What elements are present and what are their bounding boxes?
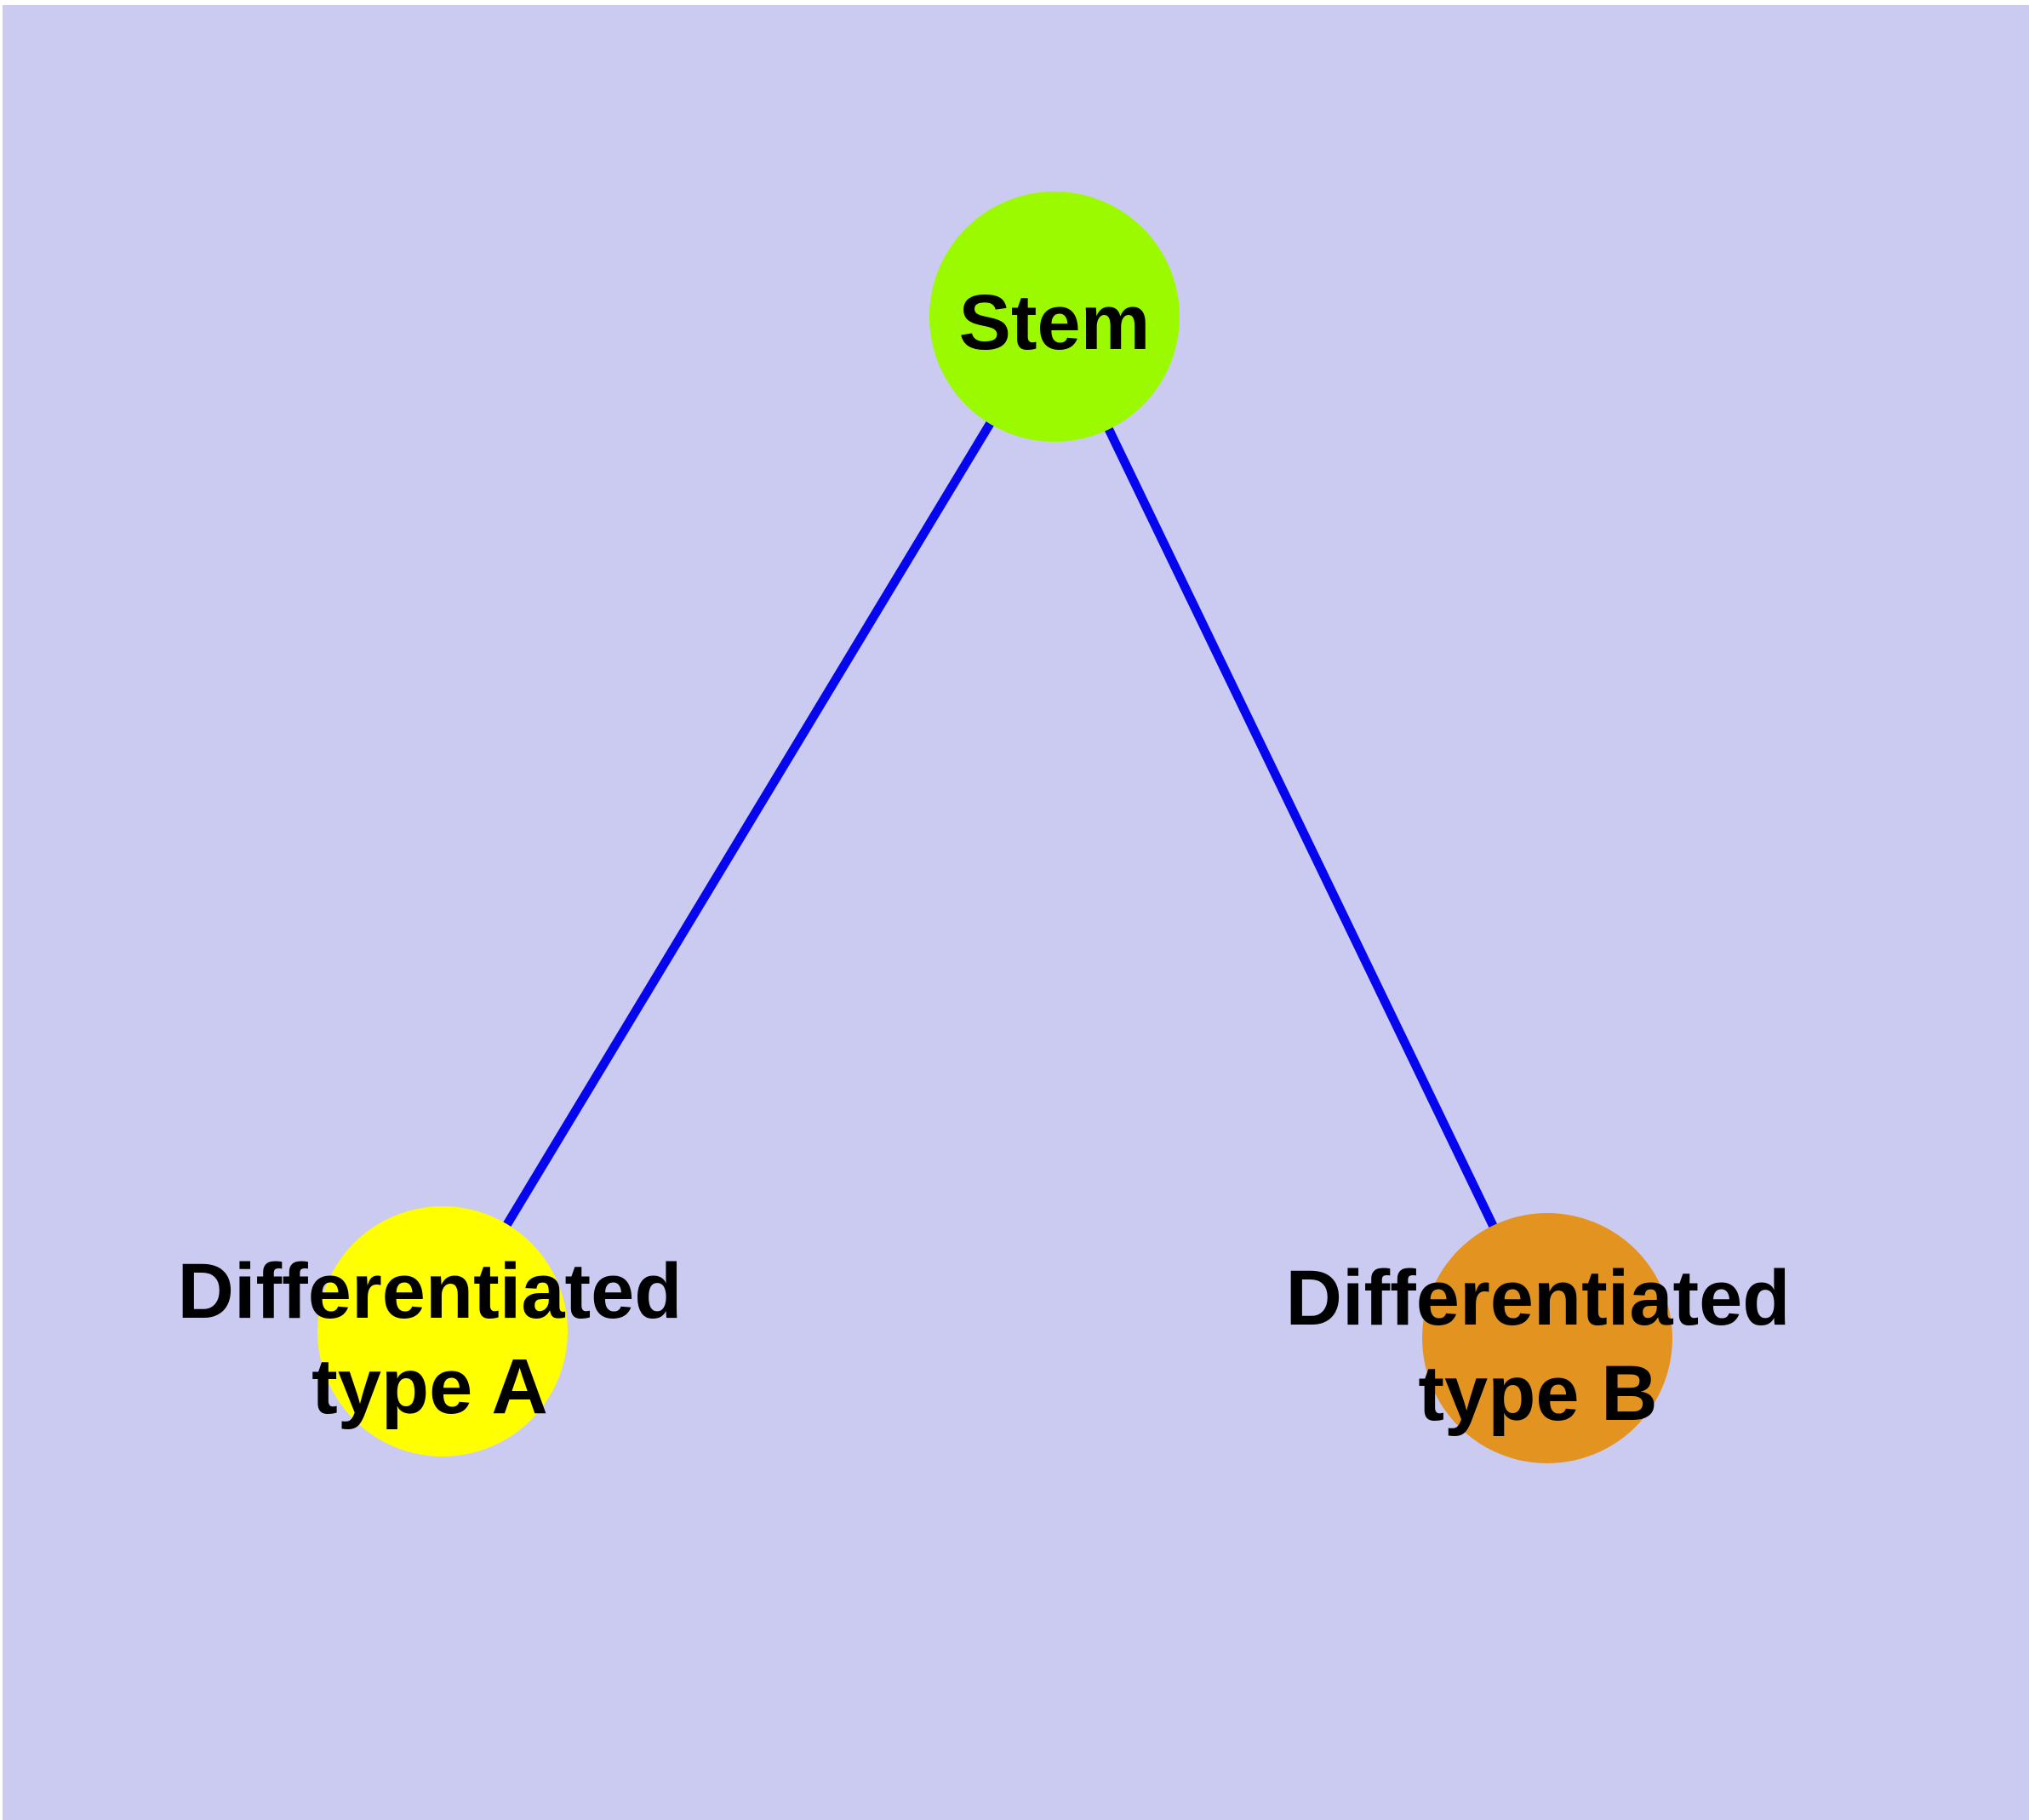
node-type-b-circle [1422,1213,1672,1463]
node-type-b-label-line2: type B [1418,1350,1657,1437]
node-stem-label: Stem [959,279,1151,366]
node-type-a-label-line2: type A [311,1343,548,1430]
edge-stem-to-type-b [1050,314,1552,1341]
edge-stem-to-type-a [438,314,1059,1334]
node-type-a-label-line1: Differentiated [178,1248,683,1335]
node-type-a-circle [317,1206,568,1457]
node-stem-circle [929,192,1180,442]
node-type-b-label-line1: Differentiated [1286,1255,1791,1342]
